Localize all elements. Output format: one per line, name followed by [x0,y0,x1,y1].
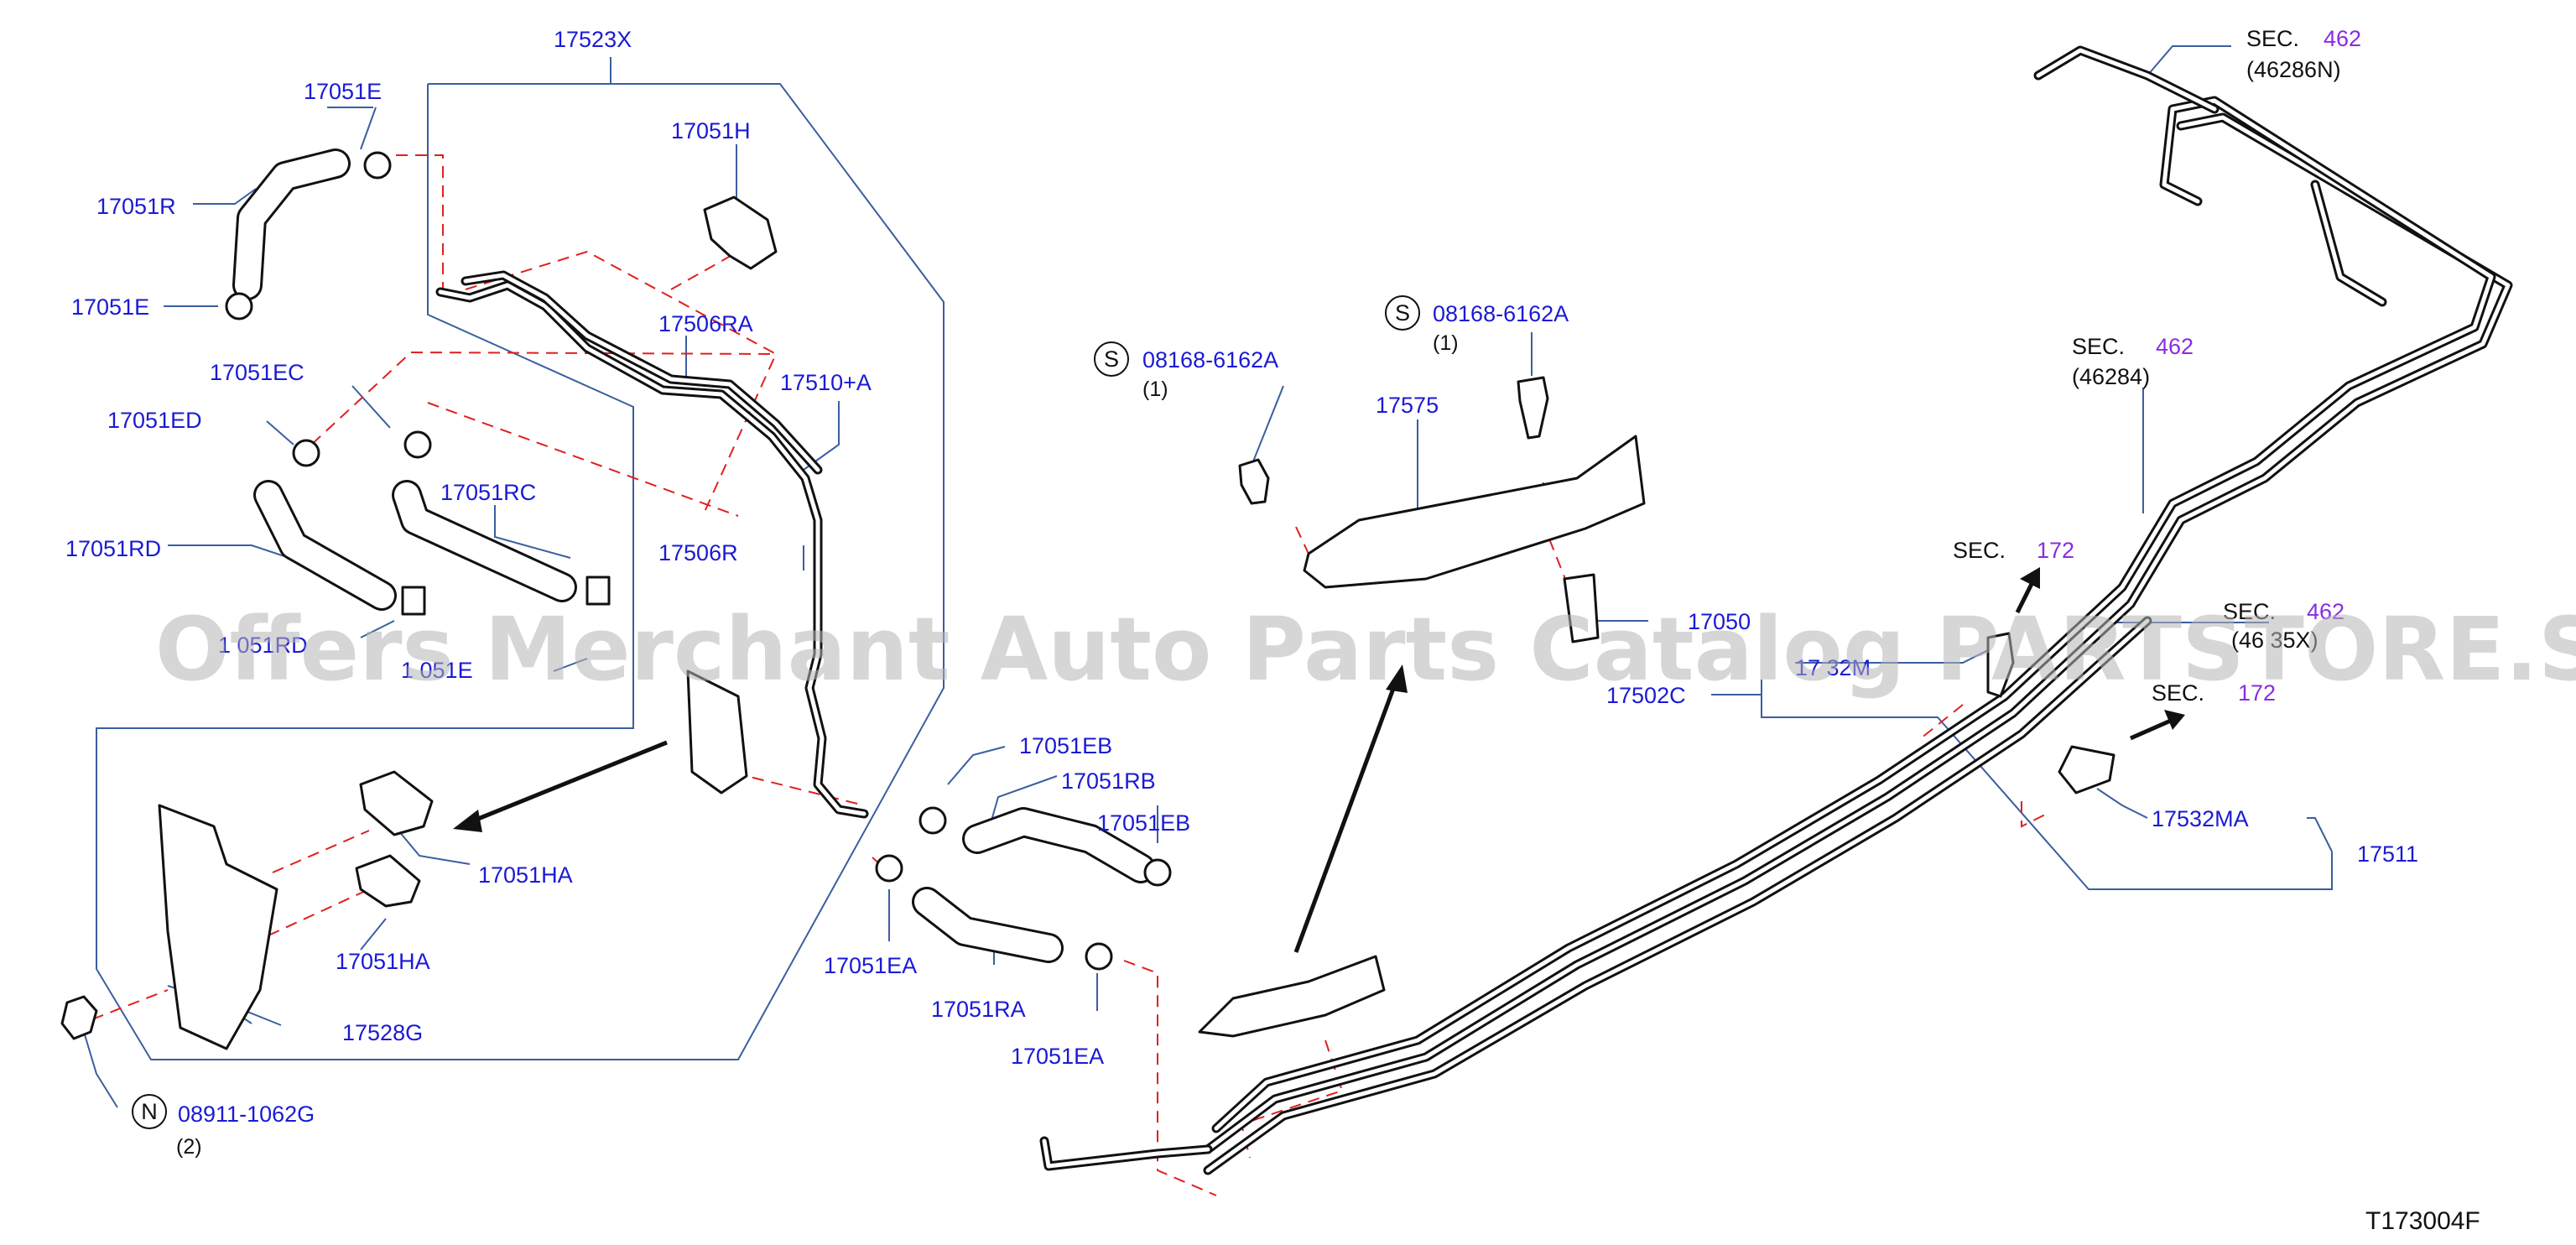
sec-label-4: SEC. [2223,599,2276,624]
nut-08911 [60,995,98,1040]
label-17051E-top[interactable]: 17051E [304,79,382,104]
sec-label-1: SEC. [2246,26,2299,51]
sec-label-2: SEC. [2072,334,2125,359]
clamps [225,151,1172,971]
marker-n: N [132,1094,167,1129]
diagram-code: T173004F [2365,1207,2480,1235]
qty-08168-b: (1) [1433,331,1459,355]
label-17051ED[interactable]: 17051ED [107,408,202,433]
label-17528G[interactable]: 17528G [342,1020,423,1045]
sec-number-3[interactable]: 172 [2037,538,2074,563]
label-17050-partial[interactable]: 17050 [1688,609,1751,634]
section-ref-172-a[interactable]: SEC. 172 [1953,538,2074,563]
sec-number-1[interactable]: 462 [2324,26,2361,51]
marker-s1: S [1094,341,1129,377]
sec-ref-4: (46 35X) [2231,628,2318,653]
marker-s2-letter: S [1395,300,1410,326]
label-17532MA[interactable]: 17532MA [2152,806,2249,831]
sec-number-5[interactable]: 172 [2238,680,2276,706]
label-17051RD-partial[interactable]: 1 051RD [218,633,308,658]
label-17051EB-a[interactable]: 17051EB [1019,733,1112,758]
label-17051RB[interactable]: 17051RB [1061,768,1156,794]
label-17502C[interactable]: 17502C [1606,683,1686,708]
section-ref-462-46x35X[interactable]: SEC. 462 (46 35X) [2223,599,2344,653]
bracket-17528G [158,804,278,1050]
label-17511[interactable]: 17511 [2357,841,2418,867]
label-08168-6162A-b[interactable]: 08168-6162A [1433,301,1569,326]
bracket-17051H [703,195,778,270]
label-17051RA[interactable]: 17051RA [931,997,1026,1022]
watermark-text: Offers Merchant Auto Parts Catalog PARTS… [155,598,2576,701]
marker-n-letter: N [141,1099,158,1124]
label-17051RD[interactable]: 17051RD [65,536,161,561]
label-17575[interactable]: 17575 [1376,393,1439,418]
label-17051EA-a[interactable]: 17051EA [824,953,917,978]
sec-ref-2: (46284) [2072,364,2150,389]
protector-17575 [1198,435,1646,1038]
marker-s2: S [1385,295,1420,331]
marker-s1-letter: S [1104,346,1119,372]
clips-17051HA [355,770,434,908]
quantity-labels: (2) (1) (1) [176,331,1459,1159]
sec-label-3: SEC. [1953,538,2006,563]
bracket-mid [686,669,748,794]
label-17051E-mid[interactable]: 17051E [71,294,149,320]
group-outline-17523X [96,57,945,1060]
sec-number-4[interactable]: 462 [2307,599,2344,624]
label-17051H[interactable]: 17051H [671,118,751,143]
label-17051EB-b[interactable]: 17051EB [1097,810,1190,836]
label-17051EC[interactable]: 17051EC [210,360,304,385]
label-17506RA[interactable]: 17506RA [658,311,753,336]
label-17510A[interactable]: 17510+A [780,370,872,395]
qty-08168-a: (1) [1142,378,1168,401]
part-labels: 17523X 17051E 17051R 17051E 17051H 17506… [65,27,2418,1127]
label-17523X[interactable]: 17523X [554,27,632,52]
label-08168-6162A-a[interactable]: 08168-6162A [1142,347,1278,372]
direction-arrows [453,567,2185,953]
hoses [232,148,1156,963]
sec-ref-1: (46286N) [2246,57,2341,82]
section-ref-172-b[interactable]: SEC. 172 [2152,680,2276,706]
connectors-17532 [1986,632,2115,794]
clip-17050 [1563,573,1600,643]
bolts-08168 [1238,376,1549,505]
section-ref-462-46286N[interactable]: SEC. 462 (46286N) [2246,26,2361,82]
qty-08911: (2) [176,1135,202,1159]
label-17051HA-b[interactable]: 17051HA [336,949,430,974]
fuel-pipe-17510A [435,270,869,819]
label-17051HA-a[interactable]: 17051HA [478,862,573,888]
fuel-pipe-17511 [1039,45,2513,1175]
label-17051R[interactable]: 17051R [96,194,176,219]
sec-label-5: SEC. [2152,680,2204,706]
label-17506R[interactable]: 17506R [658,540,738,565]
label-17532M-partial[interactable]: 17 32M [1795,655,1871,680]
label-17051EA-b[interactable]: 17051EA [1011,1044,1104,1069]
label-08911-1062G[interactable]: 08911-1062G [178,1102,315,1127]
section-ref-462-46284[interactable]: SEC. 462 (46284) [2072,334,2194,389]
label-17051EE-partial[interactable]: 1 051E [401,658,473,683]
sec-number-2[interactable]: 462 [2156,334,2194,359]
label-17051RC[interactable]: 17051RC [440,480,536,505]
